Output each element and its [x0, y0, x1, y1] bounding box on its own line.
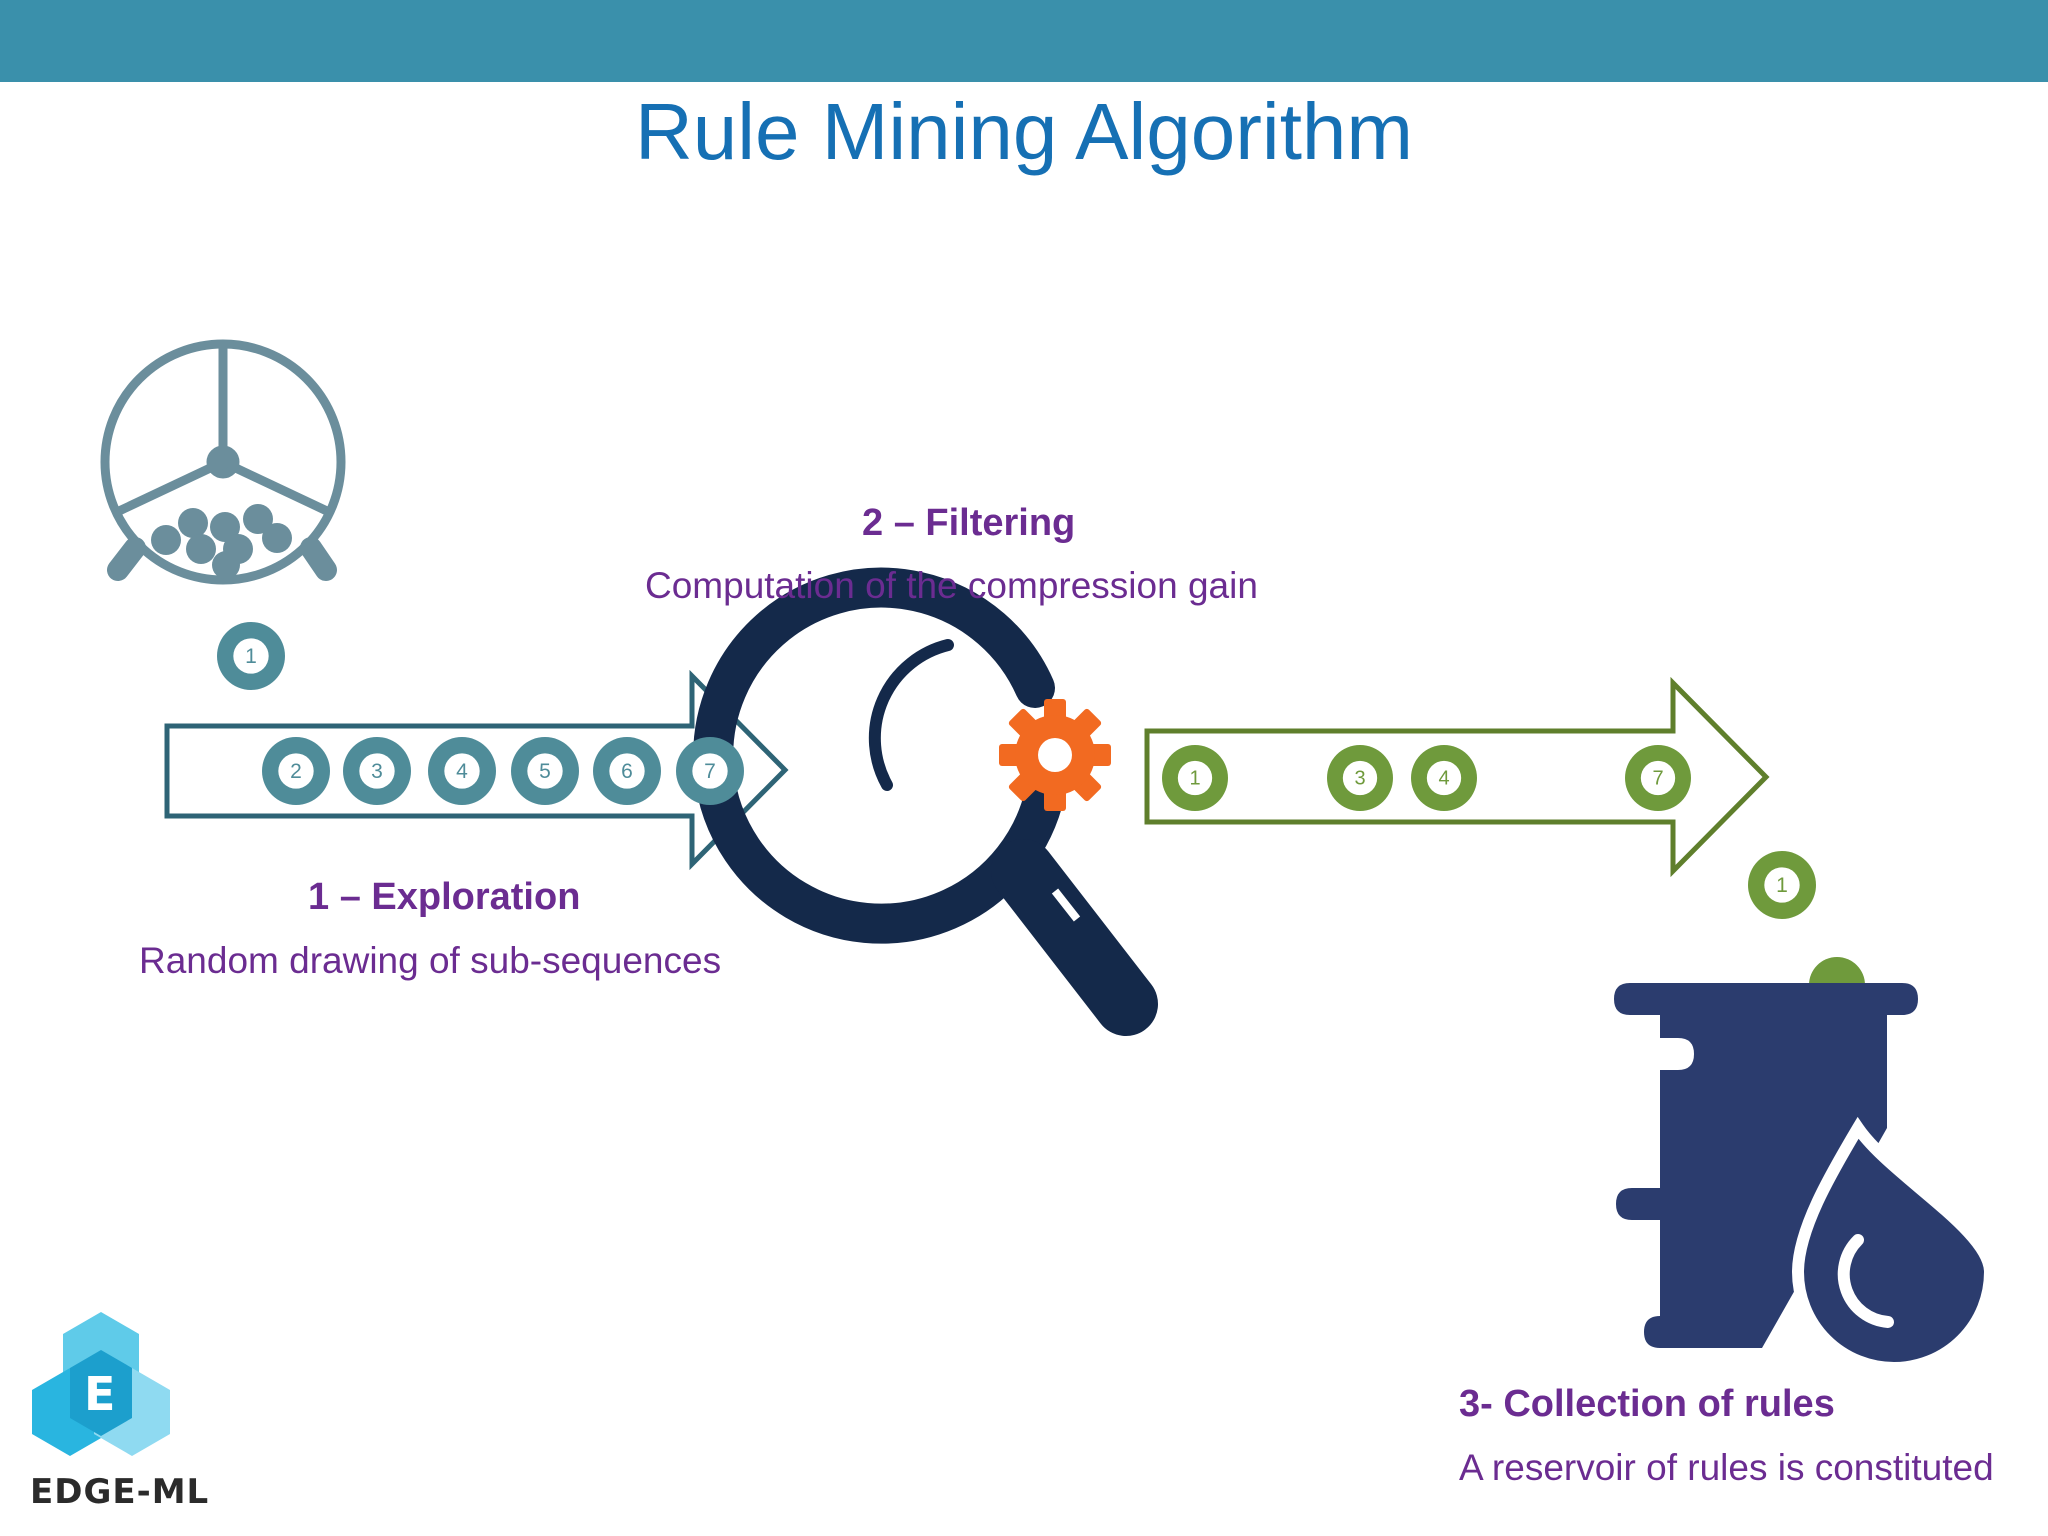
ball-number: 2: [290, 760, 302, 783]
ball-number: 1: [1776, 874, 1788, 897]
ball-number: 3: [1354, 768, 1365, 790]
ball-number: 1: [1189, 768, 1200, 790]
ball-number: 7: [1652, 768, 1663, 790]
gear-icon: [999, 699, 1111, 811]
lottery-ball: 3: [1327, 745, 1393, 811]
lottery-ball: 5: [511, 737, 579, 805]
header-bar: [0, 0, 2048, 82]
logo-letter: E: [84, 1367, 116, 1421]
lottery-ball: 1: [1162, 745, 1228, 811]
lottery-ball: 7: [676, 737, 744, 805]
collection-title: 3- Collection of rules: [1459, 1383, 1835, 1425]
lottery-ball: 4: [428, 737, 496, 805]
lottery-ball: 1: [1748, 851, 1816, 919]
lottery-ball: 4: [1411, 745, 1477, 811]
ball-number: 6: [621, 760, 633, 783]
slide-title: Rule Mining Algorithm: [634, 87, 1414, 176]
ball-number: 7: [704, 760, 716, 783]
ball-number: 4: [1438, 768, 1449, 790]
lottery-ball: 3: [343, 737, 411, 805]
collection-description: A reservoir of rules is constituted: [1459, 1447, 1994, 1488]
logo-name: EDGE-ML: [30, 1472, 210, 1512]
exploration-description: Random drawing of sub-sequences: [139, 940, 722, 981]
edge-ml-logo-icon: [32, 1312, 170, 1456]
lottery-ball: 1: [217, 622, 285, 690]
lottery-drum-icon: [100, 339, 346, 585]
ball-number: 1: [245, 645, 257, 668]
filtering-description: Computation of the compression gain: [645, 565, 1258, 606]
lottery-ball: 2: [262, 737, 330, 805]
ball-number: 4: [456, 760, 468, 783]
lottery-ball: 6: [593, 737, 661, 805]
filtering-title: 2 – Filtering: [862, 502, 1076, 544]
ball-number: 5: [539, 760, 551, 783]
ball-number: 3: [371, 760, 383, 783]
lottery-ball: 7: [1625, 745, 1691, 811]
water-drop-icon: [1791, 1116, 1997, 1374]
exploration-title: 1 – Exploration: [308, 876, 581, 918]
reservoir-barrel-icon: [1614, 957, 1997, 1374]
